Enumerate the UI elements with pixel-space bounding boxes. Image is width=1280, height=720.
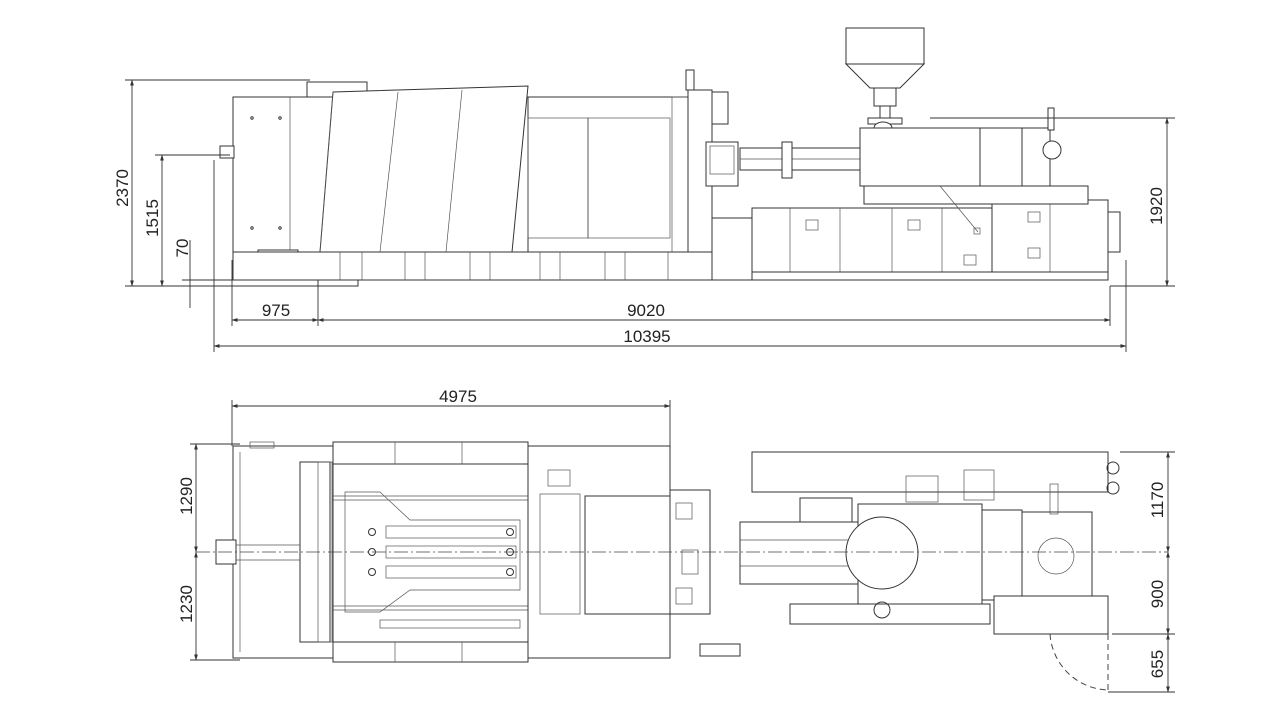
side-dimensions [125,79,1175,352]
dim-lower-width: 1230 [177,585,196,623]
top-injection-unit [739,451,1120,692]
top-dimensions [190,400,1175,693]
base-frame [232,199,1121,287]
dim-left-offset: 975 [262,301,290,320]
dim-door-width: 655 [1148,650,1167,678]
dim-injection-height: 1920 [1147,187,1166,225]
dim-main-length: 9020 [627,301,665,320]
dim-injection-lower: 900 [1148,580,1167,608]
side-view: 2370 1515 70 1920 975 9020 10395 [113,27,1175,352]
dim-upper-width: 1290 [177,477,196,515]
dim-clamp-length: 4975 [439,387,477,406]
dim-injection-upper: 1170 [1148,482,1167,519]
dim-total-height: 2370 [113,169,132,207]
dim-total-length: 10395 [623,327,670,346]
top-view: 4975 1290 1230 1170 900 655 [177,387,1175,693]
dim-centerline-height: 1515 [143,199,162,237]
clamp-guard [219,69,739,275]
dim-base-height: 70 [173,239,192,258]
injection-unit [739,107,1089,235]
hopper [844,27,926,135]
